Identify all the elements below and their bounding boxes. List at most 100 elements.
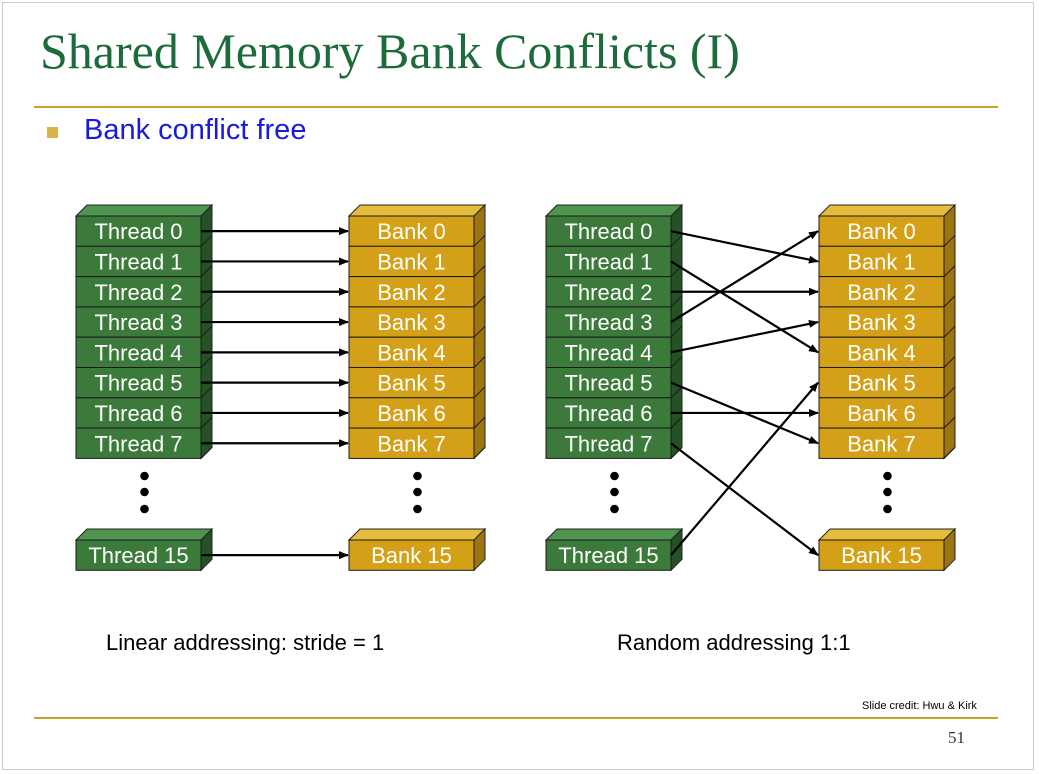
thread-box-7 bbox=[75, 427, 202, 459]
thread-single-top-face bbox=[74, 528, 214, 541]
bank-single-top-face bbox=[817, 528, 957, 541]
thread-depth-edge-4 bbox=[200, 356, 213, 368]
bank-depth-edge-4 bbox=[943, 356, 956, 368]
thread-label-0: Thread 0 bbox=[564, 219, 652, 244]
bank-depth-edge-5 bbox=[473, 386, 486, 399]
bank-label-4: Bank 4 bbox=[377, 340, 446, 365]
bank-depth-edge-6 bbox=[943, 416, 956, 429]
title-divider bbox=[34, 106, 998, 108]
bank-depth-edge-1 bbox=[943, 265, 956, 277]
bank-box-1 bbox=[348, 245, 475, 278]
thread-box-1 bbox=[545, 245, 672, 278]
bank-label-6: Bank 6 bbox=[377, 401, 446, 426]
thread-box-5 bbox=[75, 367, 202, 399]
bank-label-0: Bank 0 bbox=[377, 219, 446, 244]
bank-ellipsis-dot-1 bbox=[413, 471, 422, 481]
thread-label-7: Thread 7 bbox=[94, 431, 182, 456]
thread-ellipsis-dot-3 bbox=[140, 504, 149, 514]
caption-random: Random addressing 1:1 bbox=[617, 630, 851, 655]
bullet-marker bbox=[47, 127, 58, 138]
thread-label-2: Thread 2 bbox=[94, 280, 182, 305]
thread-box-6 bbox=[75, 397, 202, 429]
thread-label-7: Thread 7 bbox=[564, 431, 652, 456]
thread-depth-edge-7 bbox=[200, 447, 213, 459]
thread-box-7 bbox=[545, 427, 672, 459]
thread-ellipsis-dot-1 bbox=[140, 471, 149, 481]
thread-depth-edge-6 bbox=[200, 416, 213, 429]
bank-label-7: Bank 7 bbox=[847, 431, 916, 456]
slide-title: Shared Memory Bank Conflicts (I) bbox=[40, 23, 740, 79]
thread-stack-top-face bbox=[74, 204, 214, 217]
bank-label-2: Bank 2 bbox=[377, 280, 446, 305]
thread-label-6: Thread 6 bbox=[94, 401, 182, 426]
footer-divider bbox=[34, 717, 998, 719]
thread-label-3: Thread 3 bbox=[564, 310, 652, 335]
thread-depth-edge-1 bbox=[200, 265, 213, 277]
bullet-text: Bank conflict free bbox=[84, 114, 307, 146]
bank-label-1: Bank 1 bbox=[377, 249, 446, 274]
bank-depth-edge-2 bbox=[473, 295, 486, 308]
arrow-thread-15-to-bank-5 bbox=[670, 381, 819, 556]
thread-depth-edge-0 bbox=[670, 234, 683, 247]
thread-box-2 bbox=[75, 276, 202, 308]
bank-box-4 bbox=[348, 336, 475, 369]
bank-box-0 bbox=[818, 215, 945, 247]
thread-label-4: Thread 4 bbox=[564, 340, 652, 365]
bank-ellipsis-dot-3 bbox=[883, 504, 892, 514]
thread-ellipsis-dot-2 bbox=[610, 487, 619, 497]
bank-label-7: Bank 7 bbox=[377, 431, 446, 456]
bank-depth-edge-1 bbox=[473, 265, 486, 277]
thread-box-5 bbox=[545, 367, 672, 399]
thread-label-2: Thread 2 bbox=[564, 280, 652, 305]
thread-label-5: Thread 5 bbox=[564, 371, 652, 396]
bank-box-5 bbox=[348, 367, 475, 399]
thread-label-6: Thread 6 bbox=[564, 401, 652, 426]
thread-ellipsis-dot-1 bbox=[610, 471, 619, 481]
page-number: 51 bbox=[948, 728, 965, 747]
bank-ellipsis-dot-2 bbox=[413, 487, 422, 497]
bank-label-15: Bank 15 bbox=[841, 543, 922, 568]
thread-depth-edge-5 bbox=[200, 386, 213, 399]
arrow-thread-4-to-bank-3 bbox=[670, 319, 819, 354]
bank-label-3: Bank 3 bbox=[377, 310, 446, 335]
bank-label-5: Bank 5 bbox=[377, 371, 446, 396]
bank-box-2 bbox=[818, 276, 945, 308]
thread-depth-edge-2 bbox=[200, 295, 213, 308]
bank-stack-top-face bbox=[347, 204, 487, 217]
bank-label-1: Bank 1 bbox=[847, 249, 916, 274]
thread-stack-top-face bbox=[544, 204, 684, 217]
bank-box-7 bbox=[818, 427, 945, 459]
thread-single-top-face bbox=[544, 528, 684, 541]
bank-ellipsis-dot-1 bbox=[883, 471, 892, 481]
bank-box-0 bbox=[348, 215, 475, 247]
bank-box-15 bbox=[818, 539, 945, 571]
bank-depth-edge-3 bbox=[943, 325, 956, 338]
bank-depth-edge-3 bbox=[473, 325, 486, 338]
thread-depth-edge-4 bbox=[670, 356, 683, 368]
thread-depth-edge-6 bbox=[670, 416, 683, 429]
bank-ellipsis-dot-2 bbox=[883, 487, 892, 497]
bank-box-6 bbox=[348, 397, 475, 429]
bank-depth-edge-7 bbox=[943, 447, 956, 459]
bank-depth-edge-4 bbox=[473, 356, 486, 368]
thread-depth-edge-3 bbox=[670, 325, 683, 338]
bank-depth-edge-2 bbox=[943, 295, 956, 308]
bank-label-5: Bank 5 bbox=[847, 371, 916, 396]
thread-label-15: Thread 15 bbox=[88, 543, 188, 568]
arrow-thread-7-to-bank-15 bbox=[670, 442, 819, 557]
bank-label-15: Bank 15 bbox=[371, 543, 452, 568]
thread-label-1: Thread 1 bbox=[94, 249, 182, 274]
thread-ellipsis-dot-3 bbox=[610, 504, 619, 514]
arrow-thread-3-to-bank-0 bbox=[670, 230, 819, 323]
thread-ellipsis-dot-2 bbox=[140, 487, 149, 497]
bank-label-4: Bank 4 bbox=[847, 340, 916, 365]
bank-depth-edge-6 bbox=[473, 416, 486, 429]
arrow-thread-1-to-bank-4 bbox=[670, 260, 819, 354]
bank-label-3: Bank 3 bbox=[847, 310, 916, 335]
thread-label-4: Thread 4 bbox=[94, 340, 182, 365]
bank-stack-top-face bbox=[817, 204, 957, 217]
thread-box-0 bbox=[545, 215, 672, 247]
bank-box-5 bbox=[818, 367, 945, 399]
